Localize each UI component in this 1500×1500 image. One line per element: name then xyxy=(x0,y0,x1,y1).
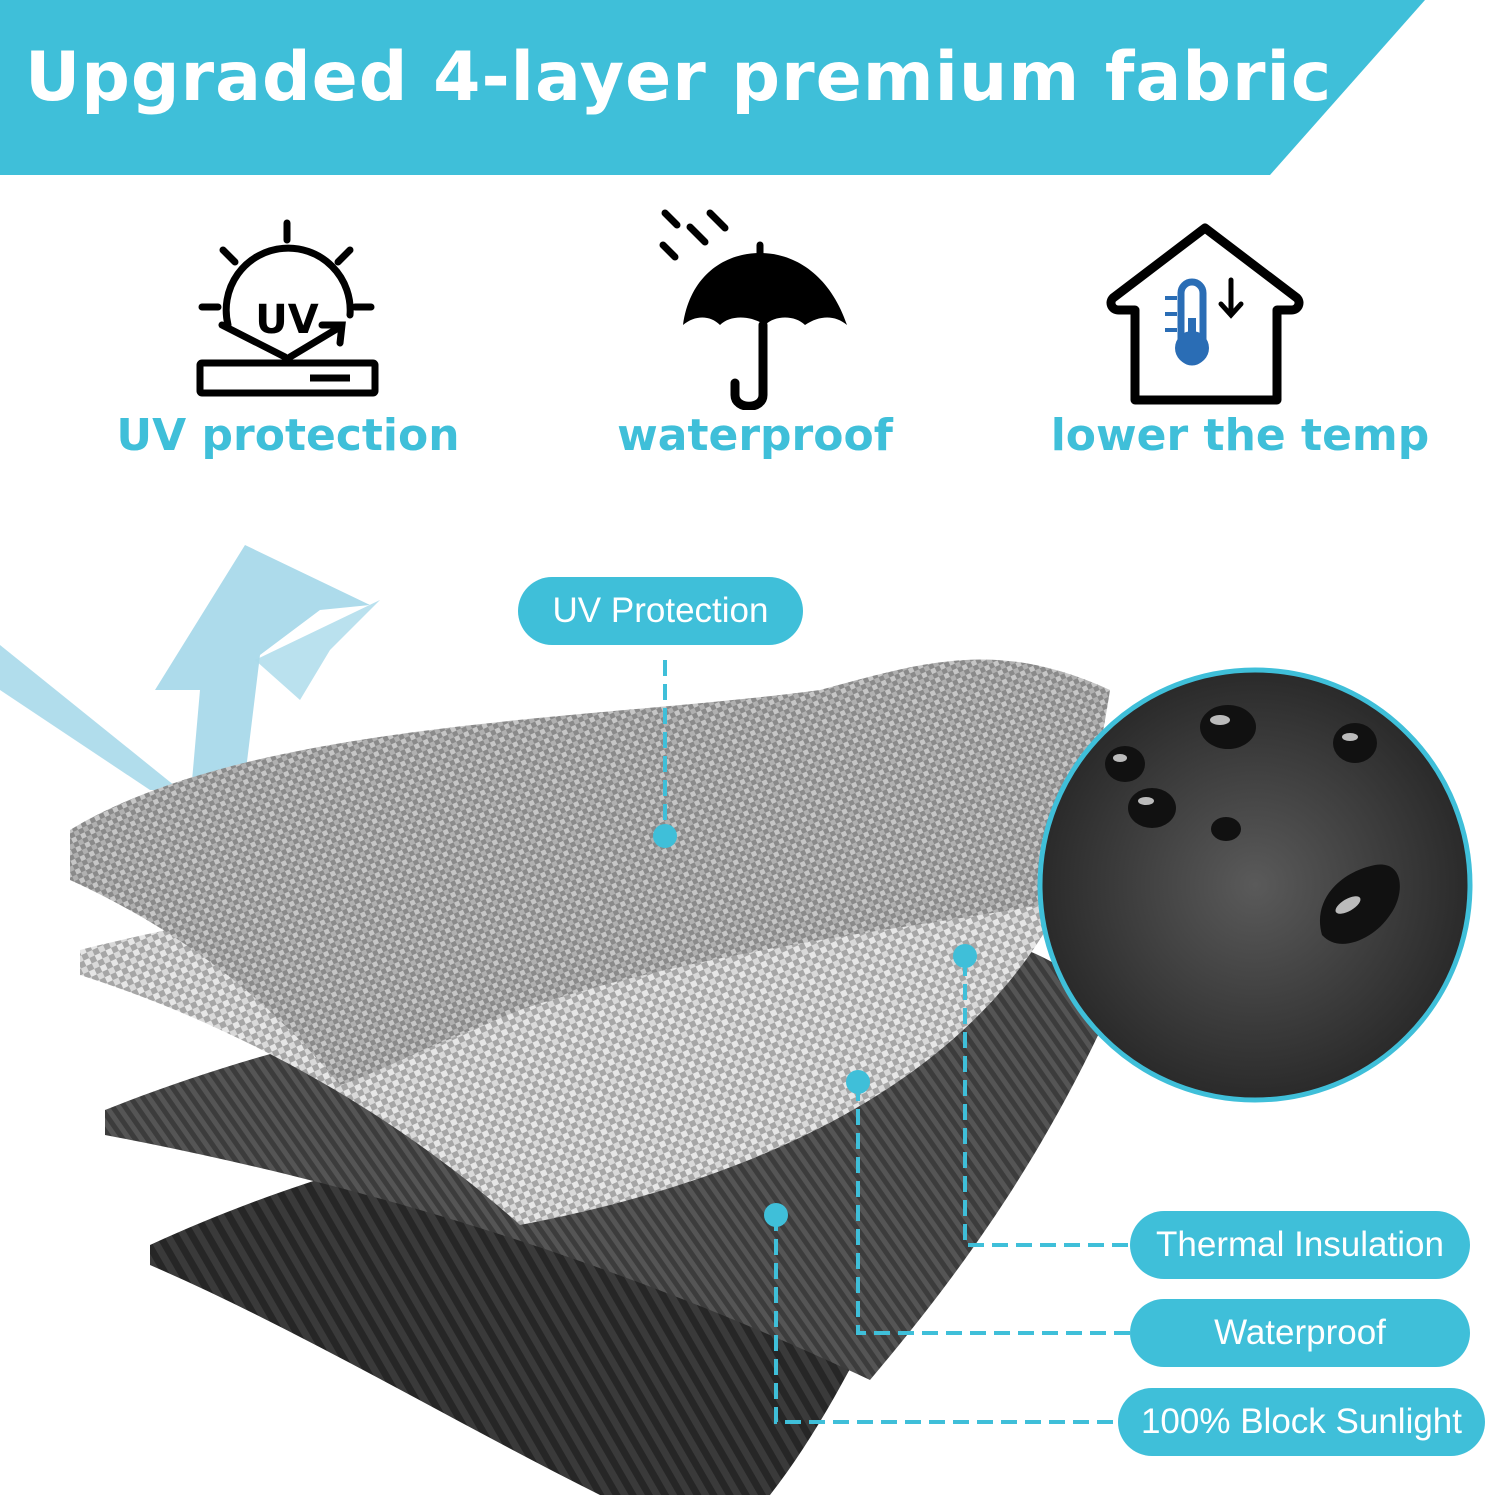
fabric-layers-illustration xyxy=(0,545,1473,1495)
fabric-layer-uv-protection xyxy=(70,659,1110,1085)
house-thermometer-icon xyxy=(1106,223,1304,405)
layer-label-thermal-insulation: Thermal Insulation xyxy=(1130,1211,1470,1279)
umbrella-rain-icon xyxy=(659,209,847,410)
layer-label-block-sunlight: 100% Block Sunlight xyxy=(1118,1388,1485,1456)
feature-label-uv-protection: UV protection xyxy=(116,410,460,461)
banner-title: Upgraded 4-layer premium fabric xyxy=(25,38,1333,117)
layer-label-uv-protection: UV Protection xyxy=(518,577,803,645)
feature-label-lower-the-temp: lower the temp xyxy=(1050,410,1430,461)
banner-background xyxy=(0,0,1425,175)
feature-label-waterproof: waterproof xyxy=(617,410,893,461)
uv-sun-shield-icon: UV xyxy=(196,219,379,397)
layer-label-waterproof: Waterproof xyxy=(1130,1299,1470,1367)
water-droplet-closeup xyxy=(1037,667,1473,1103)
uv-icon-text: UV xyxy=(255,297,318,343)
